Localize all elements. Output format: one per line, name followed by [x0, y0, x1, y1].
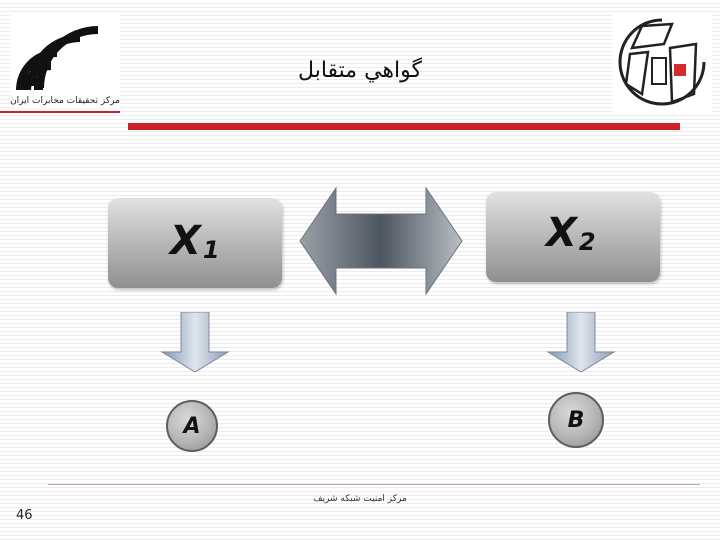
result-a-circle: A [166, 400, 218, 452]
result-a-label: A [183, 414, 201, 439]
entity-x1-box: X1 [108, 198, 282, 288]
entity-x1-label: X1 [170, 218, 222, 264]
result-b-circle: B [548, 392, 604, 448]
research-center-logo: مرکز تحقیقات مخابرات ایران [10, 14, 120, 110]
footer-text: مرکز امنیت شبکه شریف [313, 494, 407, 504]
entity-x2-label: X2 [546, 210, 598, 256]
logo-underline [0, 111, 120, 113]
footer-divider [48, 484, 700, 485]
down-arrow-icon [160, 312, 230, 373]
slide-title: گواهي متقابل [298, 58, 422, 83]
bidirectional-arrow-icon [299, 186, 463, 296]
down-arrow-icon [546, 312, 616, 373]
logo-caption: مرکز تحقیقات مخابرات ایران [10, 96, 120, 106]
title-divider [128, 123, 680, 130]
page-number: 46 [16, 508, 33, 523]
entity-x2-box: X2 [486, 192, 660, 282]
university-logo [612, 14, 712, 112]
signal-waves-icon [16, 26, 98, 90]
result-b-label: B [567, 408, 585, 433]
emblem-icon [618, 18, 706, 106]
